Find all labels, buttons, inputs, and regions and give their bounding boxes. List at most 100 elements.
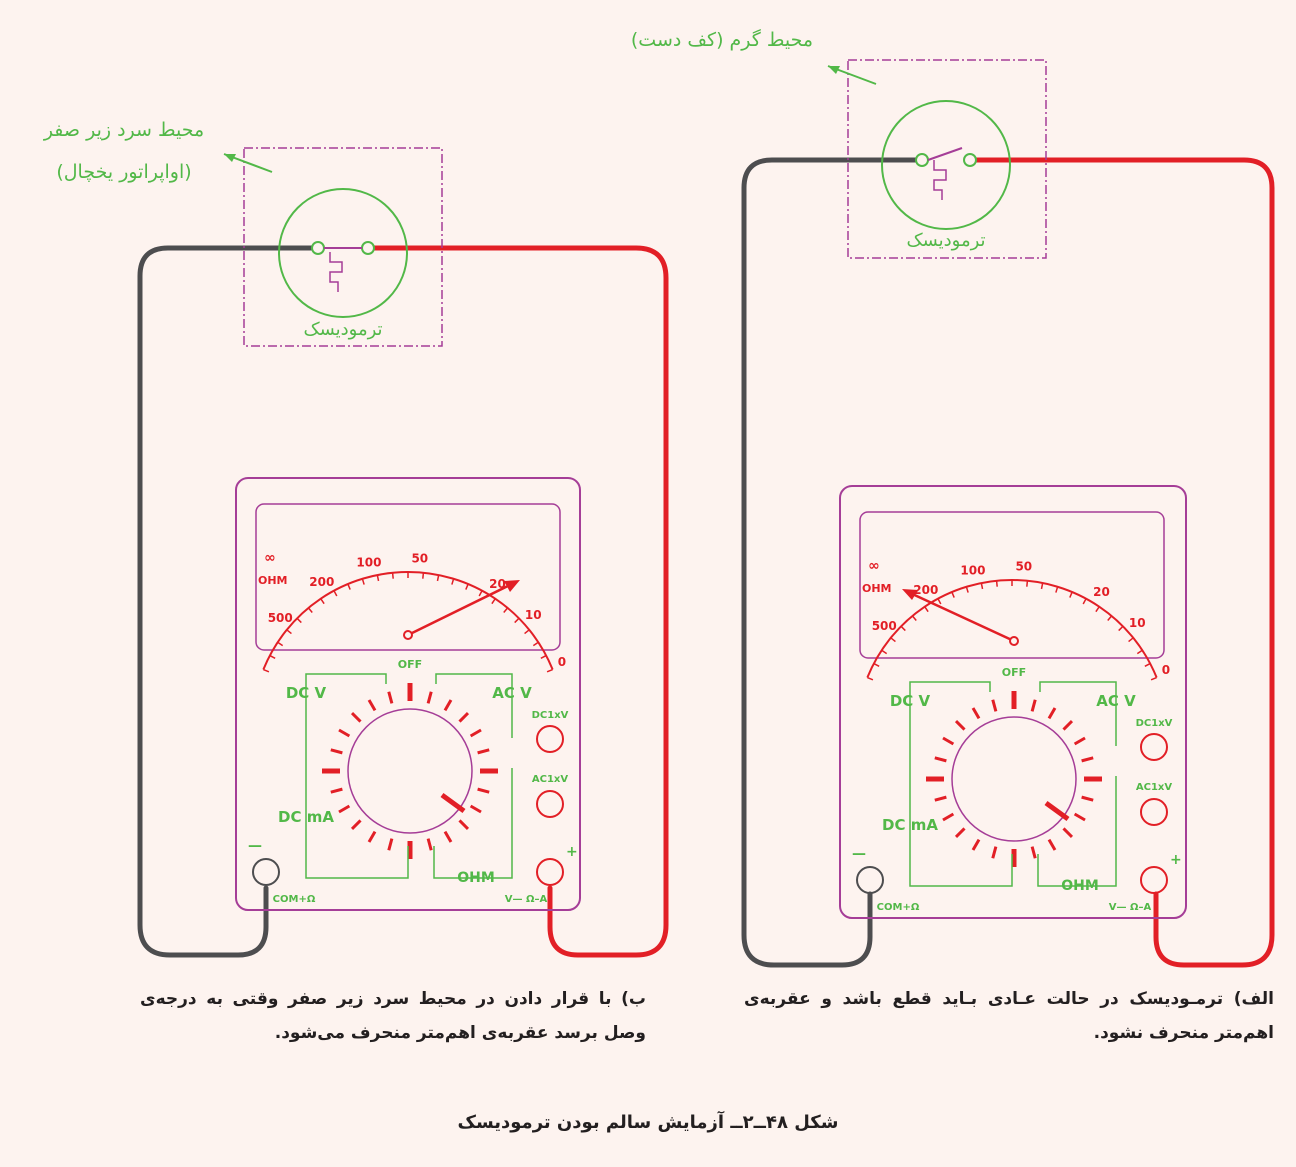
com-jack[interactable] xyxy=(252,858,280,886)
right-caption: الف) ترمـوديسک در حالت عـادی بـاید قطع ب… xyxy=(744,989,1274,1043)
selector-position-mark xyxy=(338,804,351,814)
right-black-wire xyxy=(741,157,925,968)
meter-body xyxy=(839,485,1187,919)
meter-selector-pointer xyxy=(1044,800,1070,822)
minus-sign: — xyxy=(248,838,262,854)
right-thermodisc-terminal-b xyxy=(963,153,977,167)
selector-position-mark xyxy=(426,838,433,851)
scale-label: 100 xyxy=(356,556,381,570)
selector-position-mark xyxy=(458,819,470,831)
right-thermodisc-terminal-a xyxy=(915,153,929,167)
meter-selector-switch[interactable] xyxy=(926,691,1102,867)
scale-tick xyxy=(436,574,440,582)
right-environment-label: محیط گرم (کف دست) xyxy=(631,28,813,51)
ohm-range-label: OHM xyxy=(1061,878,1099,894)
selector-position-mark xyxy=(477,787,490,794)
meter-needle xyxy=(907,590,1015,643)
dc-v-bracket xyxy=(305,673,387,770)
scale-tick xyxy=(995,580,998,587)
ohm-bracket xyxy=(433,768,513,879)
scale-tick xyxy=(1082,598,1087,605)
left-red-wire xyxy=(371,245,669,958)
dc-jack[interactable] xyxy=(536,725,564,753)
scale-tick xyxy=(391,572,394,579)
left-thermodisc-bimetal xyxy=(329,252,343,292)
selector-position-mark xyxy=(1030,846,1037,859)
selector-position-mark xyxy=(367,699,377,712)
v-ohm-jack-label: V— Ω–A xyxy=(1109,902,1152,913)
meter-ohm-scale-label: OHM xyxy=(258,574,288,587)
right-arrow-head xyxy=(828,66,840,74)
positive-jack[interactable] xyxy=(536,858,564,886)
left-thermodisc-body xyxy=(278,188,408,318)
scale-tick xyxy=(491,598,496,605)
selector-position-mark xyxy=(458,711,470,723)
scale-tick xyxy=(540,654,547,660)
selector-position-mark xyxy=(469,804,482,814)
selector-position-mark xyxy=(330,748,343,755)
figure-frame xyxy=(6,6,1290,1161)
scale-tick xyxy=(333,590,338,597)
scale-tick xyxy=(320,598,325,605)
off-label: OFF xyxy=(1002,666,1026,679)
scale-tick xyxy=(900,625,906,632)
left-caption: ب) با قرار دادن در محیط سرد زیر صفر وقتی… xyxy=(140,989,646,1043)
meter-needle-pivot xyxy=(1009,636,1019,646)
scale-tick xyxy=(881,649,888,655)
scale-tick xyxy=(980,582,984,590)
meter-infinity-symbol: ∞ xyxy=(868,558,880,574)
scale-tick xyxy=(924,606,929,613)
selector-position-mark xyxy=(1073,812,1086,822)
scale-tick xyxy=(514,617,520,624)
meter-selector-switch[interactable] xyxy=(322,683,498,859)
ac-v-bracket xyxy=(1039,681,1117,746)
figure-caption: شکل ۴۸ــ۲ــ آزمایش سالم بودن ترموديسک xyxy=(457,1112,839,1133)
selector-position-mark xyxy=(971,838,981,851)
scale-tick xyxy=(937,598,942,605)
selector-position-mark xyxy=(330,787,343,794)
selector-position-mark xyxy=(443,699,453,712)
dc-ma-bracket xyxy=(909,778,1013,887)
scale-tick xyxy=(965,586,969,593)
scale-tick xyxy=(465,583,469,590)
meter-selector-knob[interactable] xyxy=(347,708,473,834)
meter-body xyxy=(235,477,581,911)
scale-tick xyxy=(1107,615,1113,622)
selector-position-mark xyxy=(477,748,490,755)
ac-jack[interactable] xyxy=(536,790,564,818)
scale-tick xyxy=(1144,662,1151,668)
ac-v-bracket xyxy=(435,673,513,738)
selector-position-mark xyxy=(387,838,394,851)
ac-jack[interactable] xyxy=(1140,798,1168,826)
selector-position-mark xyxy=(387,691,394,704)
positive-jack[interactable] xyxy=(1140,866,1168,894)
selector-position-mark xyxy=(991,699,998,712)
ohm-range-label: OHM xyxy=(457,870,495,886)
scale-label: 100 xyxy=(960,564,985,578)
selector-position-mark xyxy=(350,711,362,723)
com-jack[interactable] xyxy=(856,866,884,894)
left-black-wire xyxy=(137,245,321,958)
dc-jack[interactable] xyxy=(1140,733,1168,761)
selector-position-mark xyxy=(469,728,482,738)
scale-tick xyxy=(873,662,880,668)
meter-selector-knob[interactable] xyxy=(951,716,1077,842)
ac-jack-label: AC1xV xyxy=(1136,782,1172,793)
scale-tick xyxy=(1040,582,1044,590)
scale-label: 10 xyxy=(525,608,542,622)
scale-label: 10 xyxy=(1129,616,1146,630)
meter-ohm-scale-label: OHM xyxy=(862,582,892,595)
right-thermodisc-contact-open xyxy=(927,147,963,161)
meter-needle xyxy=(407,580,517,637)
com-jack-label: COM+Ω xyxy=(877,902,920,913)
selector-position-mark xyxy=(954,827,966,839)
right-thermodisc-label: ترموديسک xyxy=(906,230,985,251)
scale-label: 50 xyxy=(411,551,428,565)
ohm-bracket xyxy=(1037,776,1117,887)
scale-arc xyxy=(866,578,1158,678)
scale-label: 50 xyxy=(1015,559,1032,573)
